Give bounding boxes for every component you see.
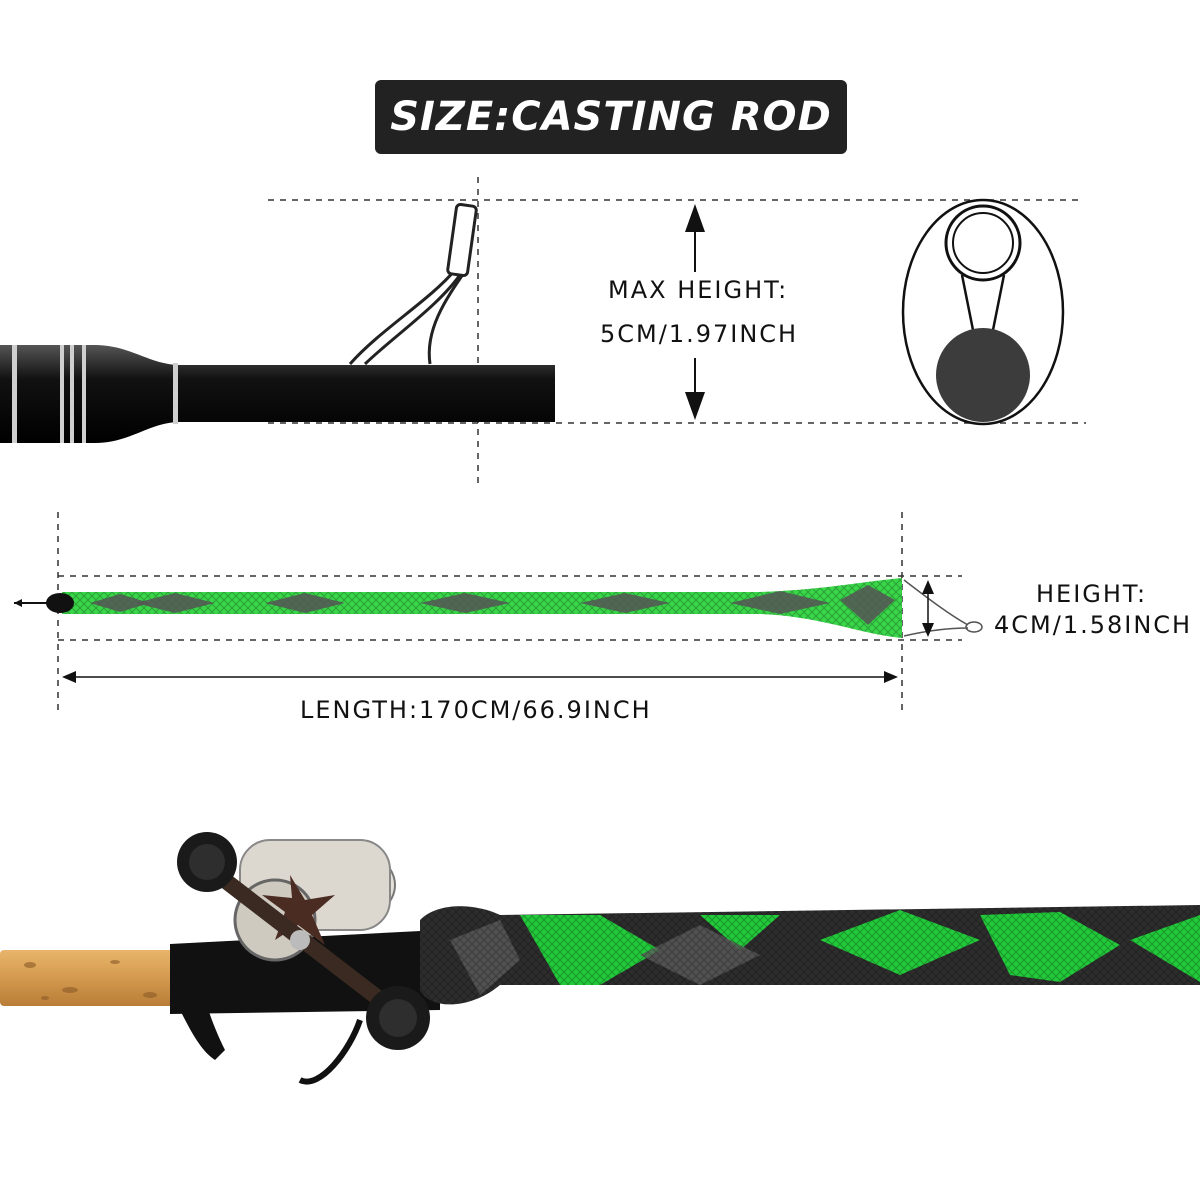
sleeve-flat-illustration — [14, 512, 983, 712]
length-label: LENGTH:170CM/66.9INCH — [300, 696, 652, 724]
rod-guide-illustration — [348, 202, 478, 366]
title-banner: SIZE:CASTING ROD — [375, 80, 847, 154]
max-height-arrow — [685, 204, 705, 420]
rod-closeup-illustration — [0, 177, 1086, 486]
sleeve-height-label: HEIGHT: — [1036, 580, 1148, 608]
length-arrow — [62, 671, 898, 683]
max-height-label: MAX HEIGHT: — [608, 276, 789, 304]
rod-blank-illustration — [0, 345, 555, 443]
sleeve-height-value: 4CM/1.58INCH — [994, 611, 1193, 639]
max-height-value: 5CM/1.97INCH — [600, 320, 799, 348]
title-text: SIZE:CASTING ROD — [390, 94, 832, 140]
reel-illustration — [177, 832, 430, 1085]
rod-with-sleeve-photo — [0, 832, 1200, 1085]
cross-section-illustration — [901, 198, 1065, 426]
